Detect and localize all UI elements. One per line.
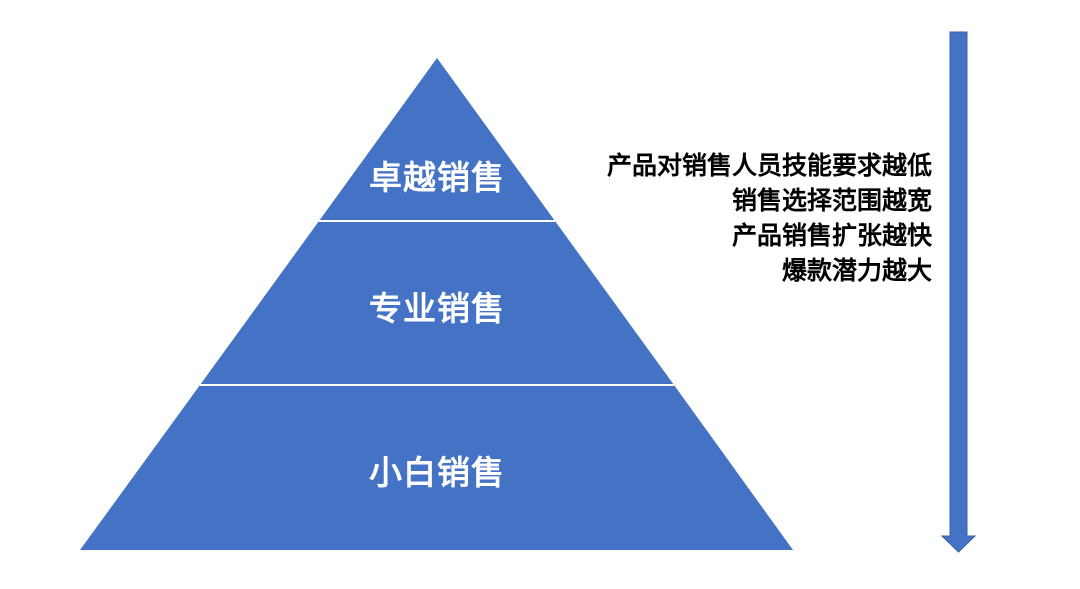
pyramid-tier-middle [200,221,674,385]
note-line: 爆款潜力越大 [781,256,932,285]
note-line: 销售选择范围越宽 [731,186,932,215]
note-line: 产品销售扩张越快 [731,221,932,250]
tier-label-middle: 专业销售 [369,289,505,328]
pyramid-tier-top [319,58,555,221]
pyramid-tier-bottom [80,385,793,550]
down-arrow-icon [940,31,977,553]
note-line: 产品对销售人员技能要求越低 [606,151,932,180]
notes-list: 产品对销售人员技能要求越低 销售选择范围越宽 产品销售扩张越快 爆款潜力越大 [607,148,932,288]
tier-label-top: 卓越销售 [369,158,505,197]
tier-label-bottom: 小白销售 [369,453,505,492]
